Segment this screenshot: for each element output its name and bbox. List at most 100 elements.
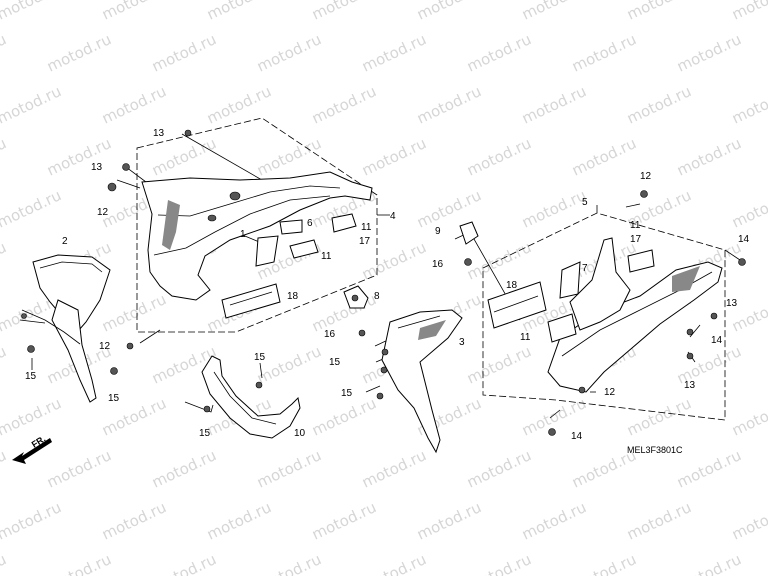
callout-13: 13 xyxy=(684,380,696,391)
callout-6: 6 xyxy=(307,218,313,229)
watermark-text: motod.ru xyxy=(99,290,169,335)
watermark-text: motod.ru xyxy=(569,134,639,179)
callout-7: 7 xyxy=(582,263,588,274)
watermark-text: motod.ru xyxy=(99,82,169,127)
watermark-text: motod.ru xyxy=(309,394,379,439)
callout-5: 5 xyxy=(582,197,588,208)
watermark-text: motod.ru xyxy=(0,498,64,543)
part-4-upper-cover xyxy=(107,129,373,350)
callout-14: 14 xyxy=(571,431,583,442)
watermark-text: motod.ru xyxy=(204,82,274,127)
callout-17: 17 xyxy=(630,234,642,245)
watermark-text: motod.ru xyxy=(674,30,744,75)
part-8-bracket xyxy=(343,285,369,337)
watermark-text: motod.ru xyxy=(519,186,589,231)
watermark-text: motod.ru xyxy=(309,0,379,24)
callout-11: 11 xyxy=(361,222,372,233)
clip-parts-right xyxy=(459,221,479,266)
watermark-text: motod.ru xyxy=(254,30,324,75)
watermark-text: motod.ru xyxy=(44,134,114,179)
callout-14: 14 xyxy=(711,335,723,346)
watermark-text: motod.ru xyxy=(44,550,114,576)
watermark-text: motod.ru xyxy=(99,498,169,543)
watermark-text: motod.ru xyxy=(254,134,324,179)
callout-16: 16 xyxy=(432,259,444,270)
part-5-lower-cover xyxy=(487,190,746,436)
diagram-code: MEL3F3801C xyxy=(627,445,683,455)
callout-10: 10 xyxy=(294,428,306,439)
watermark-text: motod.ru xyxy=(729,498,768,543)
watermark-text: motod.ru xyxy=(464,238,534,283)
watermark-text: motod.ru xyxy=(44,446,114,491)
callout-8: 8 xyxy=(374,291,380,302)
watermark-text: motod.ru xyxy=(0,342,9,387)
watermark-text: motod.ru xyxy=(359,550,429,576)
watermark-text: motod.ru xyxy=(464,30,534,75)
watermark-text: motod.ru xyxy=(0,30,9,75)
part-2-inner-panel xyxy=(21,254,118,403)
callout-11: 11 xyxy=(630,220,641,231)
watermark-text: motod.ru xyxy=(674,134,744,179)
part-10-lower-holder xyxy=(201,355,301,439)
watermark-text: motod.ru xyxy=(0,446,9,491)
front-direction-arrow: FR. xyxy=(12,434,52,464)
watermark-text: motod.ru xyxy=(519,82,589,127)
callout-11: 11 xyxy=(520,332,531,343)
watermark-text: motod.ru xyxy=(359,134,429,179)
watermark-text: motod.ru xyxy=(149,550,219,576)
pads-group xyxy=(221,213,357,319)
watermark-text: motod.ru xyxy=(149,134,219,179)
watermark-text: motod.ru xyxy=(0,82,64,127)
watermark-text: motod.ru xyxy=(0,134,9,179)
callout-15: 15 xyxy=(108,393,120,404)
watermark-text: motod.ru xyxy=(569,30,639,75)
callout-18: 18 xyxy=(287,291,299,302)
watermark-text: motod.ru xyxy=(729,82,768,127)
watermark-text: motod.ru xyxy=(99,0,169,24)
watermark-text: motod.ru xyxy=(44,30,114,75)
watermark-text: motod.ru xyxy=(204,0,274,24)
watermark-text: motod.ru xyxy=(0,186,64,231)
callout-labels: 13 13 12 2 15 15 12 1 6 11 17 11 4 18 8 … xyxy=(25,128,750,442)
callout-15: 15 xyxy=(329,357,341,368)
callout-12: 12 xyxy=(97,207,109,218)
watermark-text: motod.ru xyxy=(309,290,379,335)
watermark-text: motod.ru xyxy=(359,30,429,75)
callout-15: 15 xyxy=(199,428,211,439)
callout-13: 13 xyxy=(726,298,738,309)
watermark-text: motod.ru xyxy=(729,186,768,231)
callout-1: 1 xyxy=(240,229,246,240)
watermark-text: motod.ru xyxy=(254,342,324,387)
watermark-text: motod.ru xyxy=(149,30,219,75)
callout-11: 11 xyxy=(321,251,332,262)
watermark-text: motod.ru xyxy=(729,0,768,24)
callout-14: 14 xyxy=(738,234,750,245)
watermark-text: motod.ru xyxy=(674,550,744,576)
callout-17: 17 xyxy=(359,236,371,247)
watermark-text: motod.ru xyxy=(254,550,324,576)
callout-12: 12 xyxy=(99,341,111,352)
watermark-text: motod.ru xyxy=(519,0,589,24)
callout-18: 18 xyxy=(506,280,518,291)
callout-15: 15 xyxy=(25,371,37,382)
watermark-text: motod.ru xyxy=(0,0,64,24)
watermark-text: motod.ru xyxy=(464,446,534,491)
watermark-text: motod.ru xyxy=(414,498,484,543)
callout-16: 16 xyxy=(324,329,336,340)
watermark-text: motod.ru xyxy=(414,82,484,127)
watermark-text: motod.ru xyxy=(414,0,484,24)
callout-3: 3 xyxy=(459,337,465,348)
watermark-text: motod.ru xyxy=(0,394,64,439)
watermark-text: motod.ru xyxy=(729,394,768,439)
callout-13: 13 xyxy=(153,128,165,139)
watermark-text: motod.ru xyxy=(254,446,324,491)
watermark-text: motod.ru xyxy=(149,446,219,491)
watermark-text: motod.ru xyxy=(624,0,694,24)
callout-2: 2 xyxy=(62,236,68,247)
callout-4: 4 xyxy=(390,211,396,222)
direction-label: FR. xyxy=(30,434,48,450)
watermark-text: motod.ru xyxy=(464,134,534,179)
callout-12: 12 xyxy=(604,387,616,398)
watermark-text: motod.ru xyxy=(0,550,9,576)
